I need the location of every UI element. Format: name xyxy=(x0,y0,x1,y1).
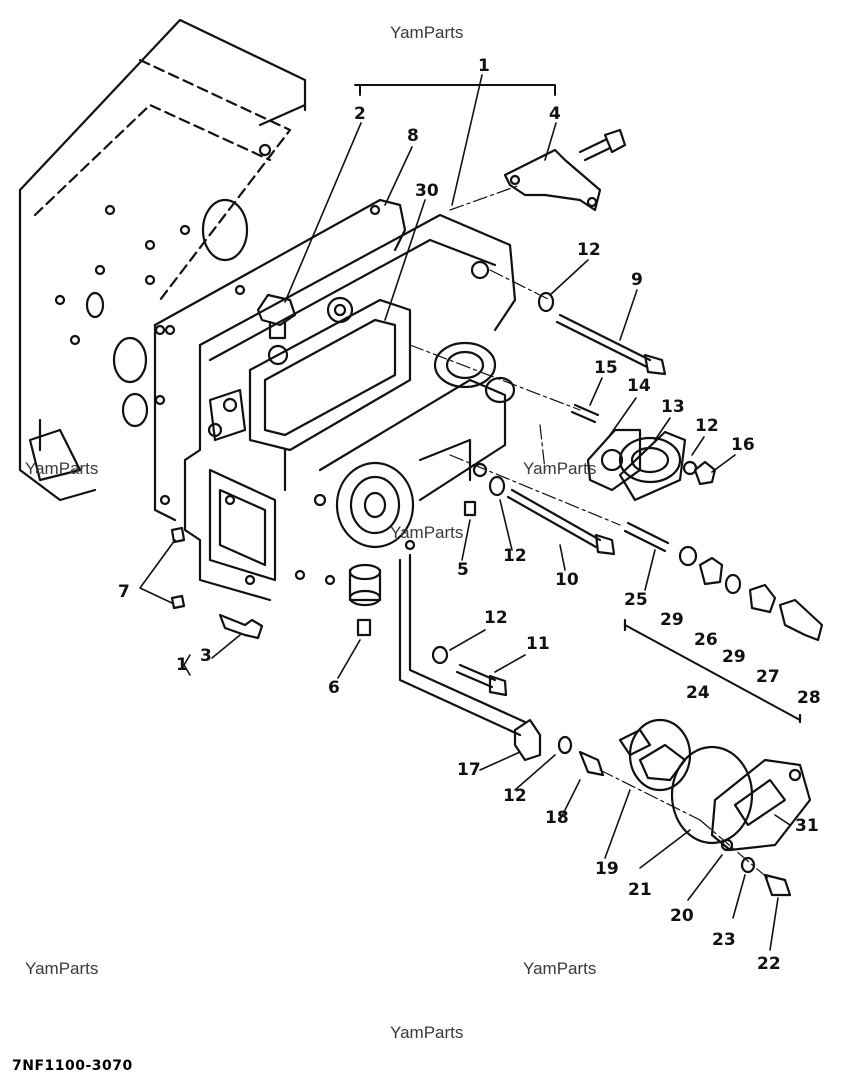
callout-number: 28 xyxy=(797,688,821,708)
callout-number: 23 xyxy=(712,930,736,950)
fitting-17-drawing xyxy=(513,718,605,777)
callout-number: 22 xyxy=(757,954,781,974)
watermark-text: YamParts xyxy=(25,459,99,478)
callout-number: 4 xyxy=(549,104,561,124)
callout-number: 12 xyxy=(503,546,527,566)
dowel-6-drawing xyxy=(356,618,372,637)
callout-number: 15 xyxy=(594,358,618,378)
callout-number: 29 xyxy=(660,610,684,630)
callout-number: 12 xyxy=(577,240,601,260)
stud-15-drawing xyxy=(570,403,600,424)
callout-number: 25 xyxy=(624,590,648,610)
callout-number: 18 xyxy=(545,808,569,828)
relief-valve-drawing xyxy=(623,521,824,724)
callout-number: 6 xyxy=(328,678,340,698)
centerlines xyxy=(409,184,771,881)
housing-drawing xyxy=(183,213,517,607)
bolt-10-drawing xyxy=(488,475,616,556)
callout-number: 11 xyxy=(526,634,550,654)
callout-number: 26 xyxy=(694,630,718,650)
callout-number: 12 xyxy=(484,608,508,628)
watermark-text: YamParts xyxy=(390,23,464,42)
dowel-5-drawing xyxy=(463,500,477,517)
leader-lines xyxy=(139,74,791,951)
callout-number: 24 xyxy=(686,683,710,703)
callout-number: 10 xyxy=(555,570,579,590)
diagram-code: 7NF1100-3070 xyxy=(12,1058,133,1074)
engine-block-drawing xyxy=(18,18,307,502)
callout-number: 9 xyxy=(631,270,643,290)
bolt-3-drawing xyxy=(218,613,264,640)
callout-number: 17 xyxy=(457,760,481,780)
callout-number: 14 xyxy=(627,376,651,396)
callout-number: 20 xyxy=(670,906,694,926)
callout-number: 7 xyxy=(118,582,130,602)
watermark-text: YamParts xyxy=(390,1023,464,1042)
watermark-text: YamParts xyxy=(390,523,464,542)
callout-number: 27 xyxy=(756,667,780,687)
callout-number: 8 xyxy=(407,126,419,146)
group-mark-bracket xyxy=(183,654,191,676)
bolt-9-drawing xyxy=(537,291,667,376)
callout-number: 31 xyxy=(795,816,819,836)
pipe-drawing xyxy=(398,558,522,737)
o-ring-21-drawing xyxy=(670,745,754,845)
watermark-text: YamParts xyxy=(523,459,597,478)
pump-19-drawing xyxy=(618,718,692,792)
watermark-text: YamParts xyxy=(25,959,99,978)
flange-parts-drawing xyxy=(586,428,717,502)
gasket-8-drawing xyxy=(153,198,407,522)
callout-number: 12 xyxy=(503,786,527,806)
callout-number: 5 xyxy=(457,560,469,580)
callout-number: 2 xyxy=(354,104,366,124)
bolt-11-drawing xyxy=(431,645,508,697)
cover-20-drawing xyxy=(710,758,812,852)
callout-number: 30 xyxy=(415,181,439,201)
callout-number: 21 xyxy=(628,880,652,900)
group-mark: 1 xyxy=(176,655,188,675)
group-bracket xyxy=(354,84,556,96)
dowel-7-drawing xyxy=(170,526,186,610)
callout-number: 16 xyxy=(731,435,755,455)
callout-number: 19 xyxy=(595,859,619,879)
callout-number: 3 xyxy=(200,646,212,666)
plug-2-drawing xyxy=(256,293,297,366)
watermark-text: YamParts xyxy=(523,959,597,978)
callout-number: 12 xyxy=(695,416,719,436)
callout-number: 1 xyxy=(478,56,490,76)
callout-number: 13 xyxy=(661,397,685,417)
bracket-4-drawing xyxy=(503,128,627,212)
bolt-22-drawing xyxy=(740,856,792,897)
callout-number: 29 xyxy=(722,647,746,667)
